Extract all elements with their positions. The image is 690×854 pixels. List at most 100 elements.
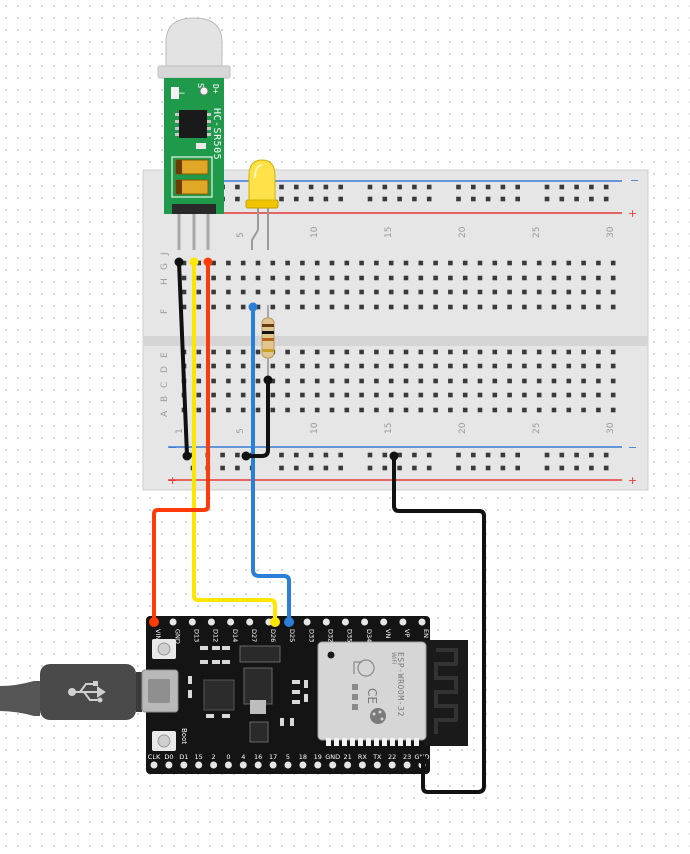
- breadboard-hole: [477, 378, 483, 384]
- breadboard-hole: [329, 289, 335, 295]
- rail-hole: [544, 452, 550, 458]
- esp32-pin: [329, 761, 337, 769]
- esp32-pin: [303, 618, 311, 626]
- breadboard-hole: [536, 392, 542, 398]
- breadboard-hole: [374, 363, 379, 369]
- breadboard-hole: [196, 275, 202, 281]
- breadboard-hole: [359, 378, 364, 384]
- rail-hole: [426, 184, 432, 190]
- breadboard-hole: [388, 304, 394, 310]
- breadboard-hole: [403, 275, 409, 281]
- rail-hole: [559, 196, 565, 202]
- col-label: 10: [310, 422, 320, 434]
- esp32-pin-label: D1: [179, 753, 188, 761]
- breadboard-hole: [374, 260, 379, 266]
- esp32-pin-label: 0: [226, 753, 230, 761]
- breadboard-hole: [240, 407, 246, 413]
- breadboard-hole: [285, 275, 290, 281]
- breadboard-hole: [211, 392, 216, 398]
- breadboard-hole: [344, 289, 350, 295]
- esp32-pin-label: D35: [346, 629, 354, 642]
- breadboard-hole: [240, 349, 246, 355]
- rail-hole: [367, 452, 373, 458]
- breadboard-hole: [359, 275, 364, 281]
- breadboard-hole: [344, 378, 350, 384]
- rail-hole: [338, 452, 343, 458]
- breadboard-hole: [536, 260, 542, 266]
- rail-hole: [235, 196, 240, 202]
- breadboard-hole: [492, 349, 498, 355]
- rail-plus-label: +: [628, 207, 637, 220]
- breadboard-hole: [196, 407, 202, 413]
- breadboard-hole: [448, 289, 453, 295]
- rail-hole: [471, 465, 476, 471]
- wroom-castellations: [326, 738, 419, 746]
- breadboard-hole: [418, 407, 424, 413]
- breadboard-hole: [344, 392, 350, 398]
- esp32-pin: [169, 618, 177, 626]
- rail-hole: [294, 184, 299, 190]
- rail-hole: [456, 452, 461, 458]
- breadboard-hole: [226, 275, 231, 281]
- breadboard-hole: [536, 363, 542, 369]
- breadboard-hole: [492, 363, 498, 369]
- breadboard-hole: [359, 349, 364, 355]
- breadboard-hole: [196, 363, 202, 369]
- rail-hole: [412, 465, 417, 471]
- breadboard-hole: [566, 289, 572, 295]
- esp32-pin-label: 4: [241, 753, 245, 761]
- breadboard-hole: [181, 289, 187, 295]
- rail-hole: [323, 196, 329, 202]
- rail-hole: [603, 196, 609, 202]
- breadboard-hole: [196, 349, 202, 355]
- breadboard-hole: [359, 304, 364, 310]
- esp32-pin: [224, 761, 232, 769]
- esp32-pin-label: 22: [388, 753, 396, 761]
- breadboard-hole: [314, 289, 320, 295]
- rail-hole: [426, 465, 432, 471]
- breadboard-hole: [300, 392, 305, 398]
- esp32-pin: [314, 761, 322, 769]
- breadboard-hole: [329, 304, 335, 310]
- breadboard-hole: [300, 260, 305, 266]
- breadboard-hole: [551, 289, 557, 295]
- wire-pir-signal: [192, 260, 277, 624]
- rail-hole: [426, 452, 432, 458]
- esp-wroom-module: [317, 641, 427, 741]
- breadboard-hole: [462, 363, 468, 369]
- breadboard-hole: [448, 407, 453, 413]
- esp32-pin-label: VN: [384, 629, 392, 638]
- breadboard-hole: [418, 304, 424, 310]
- esp32-pin-label: D12: [212, 629, 220, 642]
- breadboard-hole: [536, 378, 542, 384]
- breadboard-hole: [566, 392, 572, 398]
- esp32-pin-label: D27: [250, 629, 258, 642]
- col-label: 25: [532, 227, 542, 238]
- esp32-pin: [373, 761, 381, 769]
- breadboard-hole: [596, 392, 601, 398]
- breadboard-hole: [300, 275, 305, 281]
- breadboard-hole: [448, 349, 453, 355]
- rail-hole: [279, 465, 284, 471]
- breadboard-hole: [359, 407, 364, 413]
- rail-hole: [367, 184, 373, 190]
- rail-hole: [456, 465, 461, 471]
- breadboard-hole: [596, 378, 601, 384]
- breadboard-hole: [240, 378, 246, 384]
- breadboard-hole: [462, 304, 468, 310]
- breadboard-hole: [462, 275, 468, 281]
- breadboard-hole: [596, 363, 601, 369]
- row-label: F: [160, 309, 170, 314]
- breadboard-hole: [477, 289, 483, 295]
- breadboard-hole: [477, 275, 483, 281]
- breadboard-hole: [374, 304, 379, 310]
- breadboard-hole: [344, 363, 350, 369]
- breadboard: − + − − + + 5 10 15 20 25 30 1 5 10 15 2…: [142, 169, 649, 491]
- rail-hole: [559, 452, 565, 458]
- breadboard-hole: [314, 349, 320, 355]
- breadboard-hole: [492, 304, 498, 310]
- breadboard-hole: [462, 349, 468, 355]
- rail-hole: [515, 452, 520, 458]
- breadboard-hole: [300, 304, 305, 310]
- rail-hole: [603, 184, 609, 190]
